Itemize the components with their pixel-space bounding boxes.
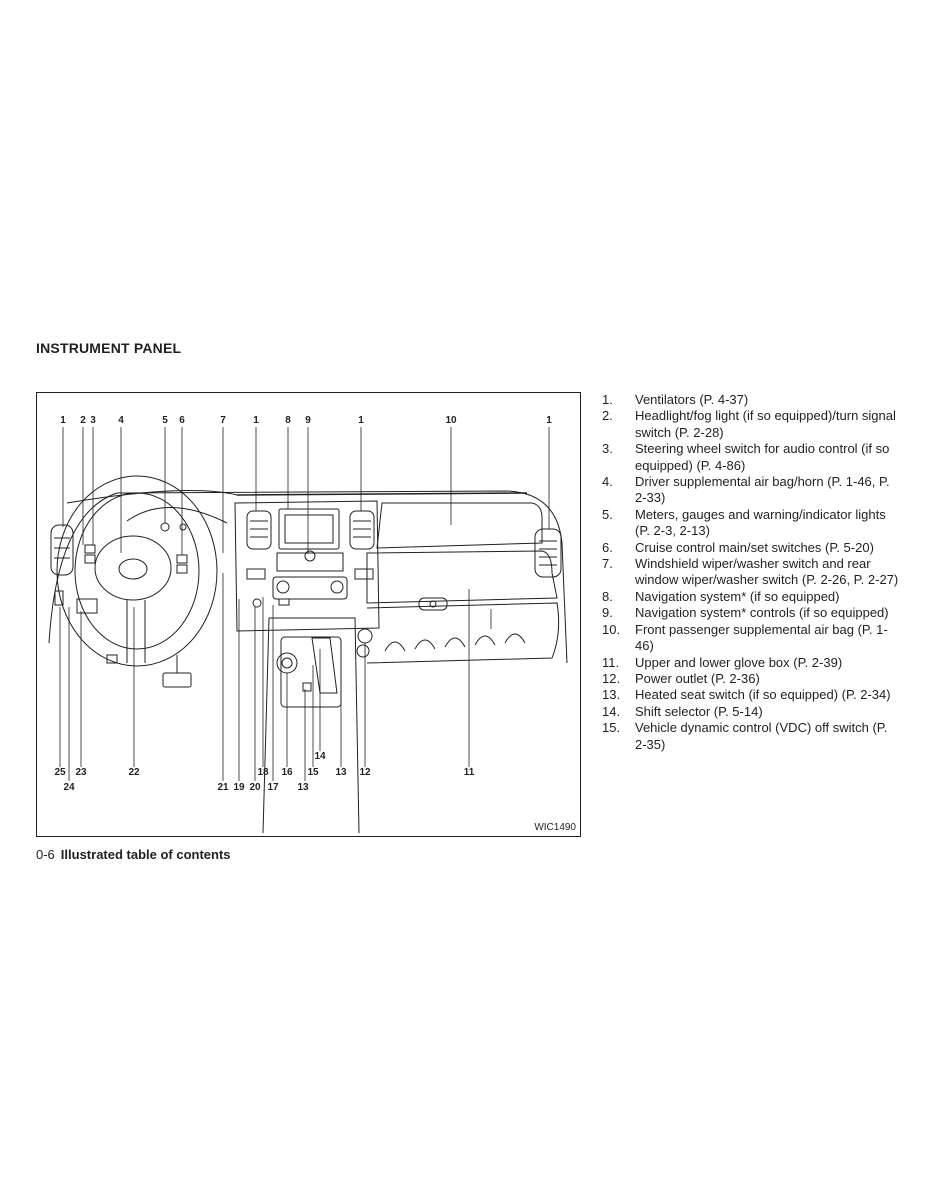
list-item: 1. Ventilators (P. 4-37)	[602, 392, 902, 408]
list-item: 8. Navigation system* (if so equipped)	[602, 589, 902, 605]
item-text: Driver supplemental air bag/horn (P. 1-4…	[635, 474, 890, 506]
item-number: 2.	[602, 408, 613, 424]
item-number: 15.	[602, 720, 621, 736]
item-text: Meters, gauges and warning/indicator lig…	[635, 506, 886, 539]
item-text: Cruise control main/set switches (P. 5-2…	[635, 539, 874, 555]
item-text: Headlight/fog light (if so equipped)/tur…	[635, 408, 896, 440]
item-number: 10.	[602, 621, 621, 637]
item-text: Power outlet (P. 2-36)	[635, 670, 760, 686]
item-number: 6.	[602, 539, 613, 555]
callout-top-3: 3	[90, 415, 96, 426]
callout-top-2: 2	[80, 415, 86, 426]
item-text: Steering wheel switch for audio control …	[635, 441, 890, 473]
item-number: 14.	[602, 703, 621, 719]
item-number: 11.	[602, 654, 620, 670]
callout-top-9: 8	[285, 415, 291, 426]
callout-bottom-24: 24	[63, 782, 75, 793]
callout-mid-14: 14	[314, 751, 326, 762]
callout-top-5: 5	[162, 415, 168, 426]
page-number: 0-6	[36, 847, 55, 862]
item-text: Ventilators (P. 4-37)	[635, 392, 749, 407]
dashboard-illustration	[48, 427, 568, 834]
callout-bottom-19: 19	[233, 782, 245, 793]
section-title: INSTRUMENT PANEL	[36, 340, 182, 356]
list-item: 12. Power outlet (P. 2-36)	[602, 671, 902, 687]
callout-top-11: 1	[358, 415, 364, 426]
callout-bottom-20: 20	[249, 782, 261, 793]
item-text: Navigation system* controls (if so equip…	[635, 605, 889, 621]
item-text: Shift selector (P. 5-14)	[635, 703, 763, 719]
item-number: 4.	[602, 474, 613, 490]
callout-bottom-21: 21	[217, 782, 229, 793]
callout-bottom-16: 16	[281, 767, 293, 778]
item-number: 8.	[602, 588, 613, 604]
footer-title: Illustrated table of contents	[60, 847, 231, 862]
item-text: Heated seat switch (if so equipped) (P. …	[635, 687, 891, 703]
item-text: Front passenger supplemental air bag (P.…	[635, 621, 888, 654]
item-number: 13.	[602, 687, 621, 703]
item-text: Upper and lower glove box (P. 2-39)	[635, 654, 843, 670]
callout-top-7: 7	[220, 415, 226, 426]
list-item: 6. Cruise control main/set switches (P. 5…	[602, 540, 902, 556]
callout-bottom-13a: 13	[335, 767, 347, 778]
callout-bottom-13b: 13	[297, 782, 309, 793]
item-text: Windshield wiper/washer switch and rear …	[635, 556, 899, 588]
callout-bottom-23: 23	[75, 767, 87, 778]
list-item: 5. Meters, gauges and warning/indicator l…	[602, 507, 902, 540]
item-number: 5.	[602, 506, 613, 522]
callout-top-4: 4	[118, 415, 124, 426]
list-item: 11. Upper and lower glove box (P. 2-39)	[602, 655, 902, 671]
list-item: 13. Heated seat switch (if so equipped) (…	[602, 687, 902, 703]
item-number: 12.	[602, 670, 621, 686]
list-item: 14. Shift selector (P. 5-14)	[602, 704, 902, 720]
callout-top-8: 1	[253, 415, 259, 426]
callout-bottom-22: 22	[128, 767, 140, 778]
figure-code: WIC1490	[534, 822, 576, 833]
callout-top-1: 1	[60, 415, 66, 426]
callout-top-12: 10	[445, 415, 457, 426]
item-text: Navigation system* (if so equipped)	[635, 588, 840, 604]
list-item: 15. Vehicle dynamic control (VDC) off swi…	[602, 720, 902, 753]
callout-top-6: 6	[179, 415, 185, 426]
page-footer: 0-6 Illustrated table of contents	[36, 847, 231, 862]
list-item: 3. Steering wheel switch for audio contro…	[602, 441, 902, 474]
instrument-panel-figure: 1 2 3 4 5 6 7 1 8 9 1 10 1 14 25 23 22 1…	[36, 392, 581, 837]
legend-list: 1. Ventilators (P. 4-37) 2. Headlight/fog …	[602, 392, 902, 753]
list-item: 7. Windshield wiper/washer switch and rea…	[602, 556, 902, 589]
list-item: 9. Navigation system* controls (if so equ…	[602, 605, 902, 621]
list-item: 10. Front passenger supplemental air bag …	[602, 622, 902, 655]
item-number: 7.	[602, 556, 613, 572]
item-text: Vehicle dynamic control (VDC) off switch…	[635, 720, 888, 752]
callout-bottom-15: 15	[307, 767, 319, 778]
list-item: 4. Driver supplemental air bag/horn (P. 1…	[602, 474, 902, 507]
list-item: 2. Headlight/fog light (if so equipped)/t…	[602, 408, 902, 441]
callout-top-13: 1	[546, 415, 552, 426]
item-number: 1.	[602, 392, 613, 407]
callout-bottom-17: 17	[267, 782, 279, 793]
callout-bottom-12: 12	[359, 767, 371, 778]
callout-bottom-25: 25	[54, 767, 66, 778]
item-number: 3.	[602, 441, 613, 457]
callout-bottom-11: 11	[463, 767, 475, 778]
callout-bottom-18: 18	[257, 767, 269, 778]
item-number: 9.	[602, 605, 613, 621]
callout-top-10: 9	[305, 415, 311, 426]
